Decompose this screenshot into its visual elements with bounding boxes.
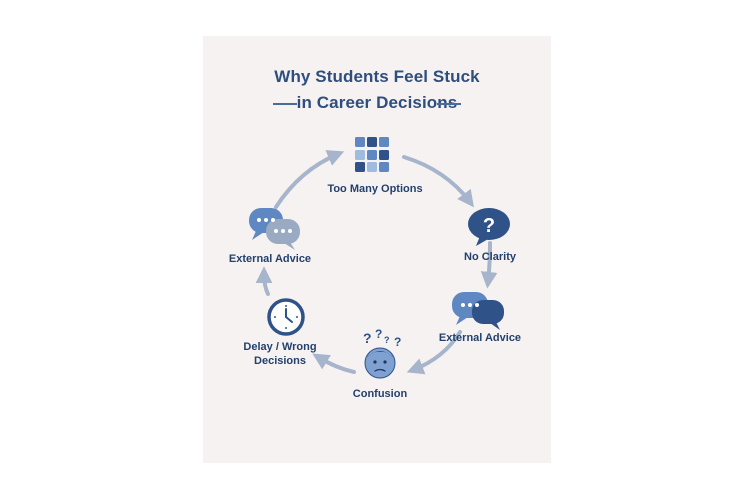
chat-bubbles-icon: [452, 292, 504, 330]
label-delay-line2: Decisions: [254, 355, 306, 367]
diagram-title-line1: Why Students Feel Stuck: [274, 67, 480, 86]
label-too-many-options: Too Many Options: [327, 183, 423, 195]
svg-text:?: ?: [394, 335, 401, 349]
arrow-advice-to-options: [274, 150, 345, 209]
label-external-advice-right: External Advice: [438, 332, 522, 344]
chat-bubbles-icon: [249, 208, 300, 250]
title-rule-left: [273, 103, 297, 105]
diagram-card: [203, 36, 551, 463]
svg-text:?: ?: [363, 330, 372, 346]
label-no-clarity: No Clarity: [464, 251, 516, 263]
arrow-confusion-to-delay: [312, 353, 356, 374]
arrow-options-to-clarity: [402, 155, 475, 208]
arrow-advice-to-confusion: [406, 330, 462, 375]
confused-face-icon: ? ? ? ?: [363, 327, 401, 379]
label-confusion: Confusion: [352, 388, 408, 400]
clock-icon: [267, 298, 305, 336]
title-rule-right: [437, 103, 461, 105]
question-bubble-icon: ?: [468, 208, 510, 246]
arrow-clarity-to-advice: [480, 241, 498, 289]
cycle-arrows: [255, 150, 498, 375]
svg-text:?: ?: [375, 327, 382, 341]
label-delay-line1: Delay / Wrong: [243, 341, 317, 353]
svg-text:?: ?: [384, 335, 390, 345]
diagram-title-line2: in Career Decisions: [296, 93, 458, 112]
grid-icon: [355, 137, 389, 172]
label-external-advice-left: External Advice: [228, 253, 312, 265]
arrow-delay-to-advice: [255, 266, 273, 296]
svg-text:?: ?: [483, 215, 495, 237]
